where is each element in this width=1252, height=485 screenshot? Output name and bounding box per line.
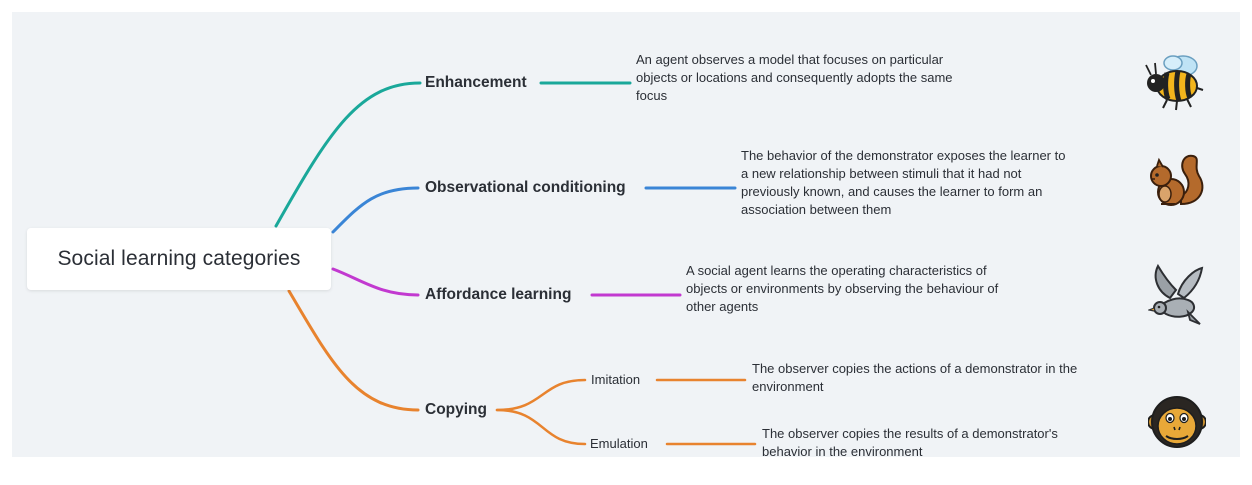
branch-copying[interactable]: Copying	[425, 401, 487, 418]
description-line: An agent observes a model that focuses o…	[636, 52, 944, 67]
description-line: focus	[636, 88, 668, 103]
description-line: environment	[752, 379, 824, 394]
connector-emulation	[495, 408, 587, 446]
description-line: A social agent learns the operating char…	[686, 263, 987, 278]
branch-affordance-learning[interactable]: Affordance learning	[425, 286, 572, 303]
description-imitation: The observer copies the actions of a dem…	[752, 360, 1077, 396]
squirrel-icon	[1150, 154, 1204, 206]
monkey-icon	[1148, 396, 1206, 448]
branch-enhancement[interactable]: Enhancement	[425, 74, 527, 91]
description-enhancement: An agent observes a model that focuses o…	[636, 51, 953, 105]
bee-icon	[1145, 55, 1204, 111]
description-line: a new relationship between stimuli that …	[741, 166, 1022, 181]
description-line: objects or environments by observing the…	[686, 281, 999, 296]
connector-observational	[331, 186, 420, 234]
sub-branch-imitation[interactable]: Imitation	[591, 372, 641, 387]
description-line: other agents	[686, 299, 759, 314]
description-line: association between them	[741, 202, 892, 217]
description-emulation: The observer copies the results of a dem…	[762, 425, 1058, 461]
connector-copying	[287, 289, 420, 412]
description-line: The observer copies the results of a dem…	[762, 426, 1058, 441]
connector-imitation	[495, 378, 587, 412]
connector-enhancement	[274, 81, 422, 228]
description-affordance-learning: A social agent learns the operating char…	[686, 262, 998, 316]
description-observational-conditioning: The behavior of the demonstrator exposes…	[741, 147, 1065, 219]
description-line: The behavior of the demonstrator exposes…	[741, 148, 1066, 163]
root-node[interactable]: Social learning categories	[27, 228, 331, 290]
description-line: The observer copies the actions of a dem…	[752, 361, 1078, 376]
description-line: behavior in the environment	[762, 444, 923, 459]
description-line: objects or locations and consequently ad…	[636, 70, 953, 85]
dove-icon	[1148, 263, 1204, 325]
root-label: Social learning categories	[57, 247, 301, 270]
sub-branch-emulation[interactable]: Emulation	[590, 436, 648, 451]
description-line: previously known, and causes the learner…	[741, 184, 1043, 199]
branch-observational-conditioning[interactable]: Observational conditioning	[425, 179, 626, 196]
connector-affordance	[331, 267, 420, 297]
